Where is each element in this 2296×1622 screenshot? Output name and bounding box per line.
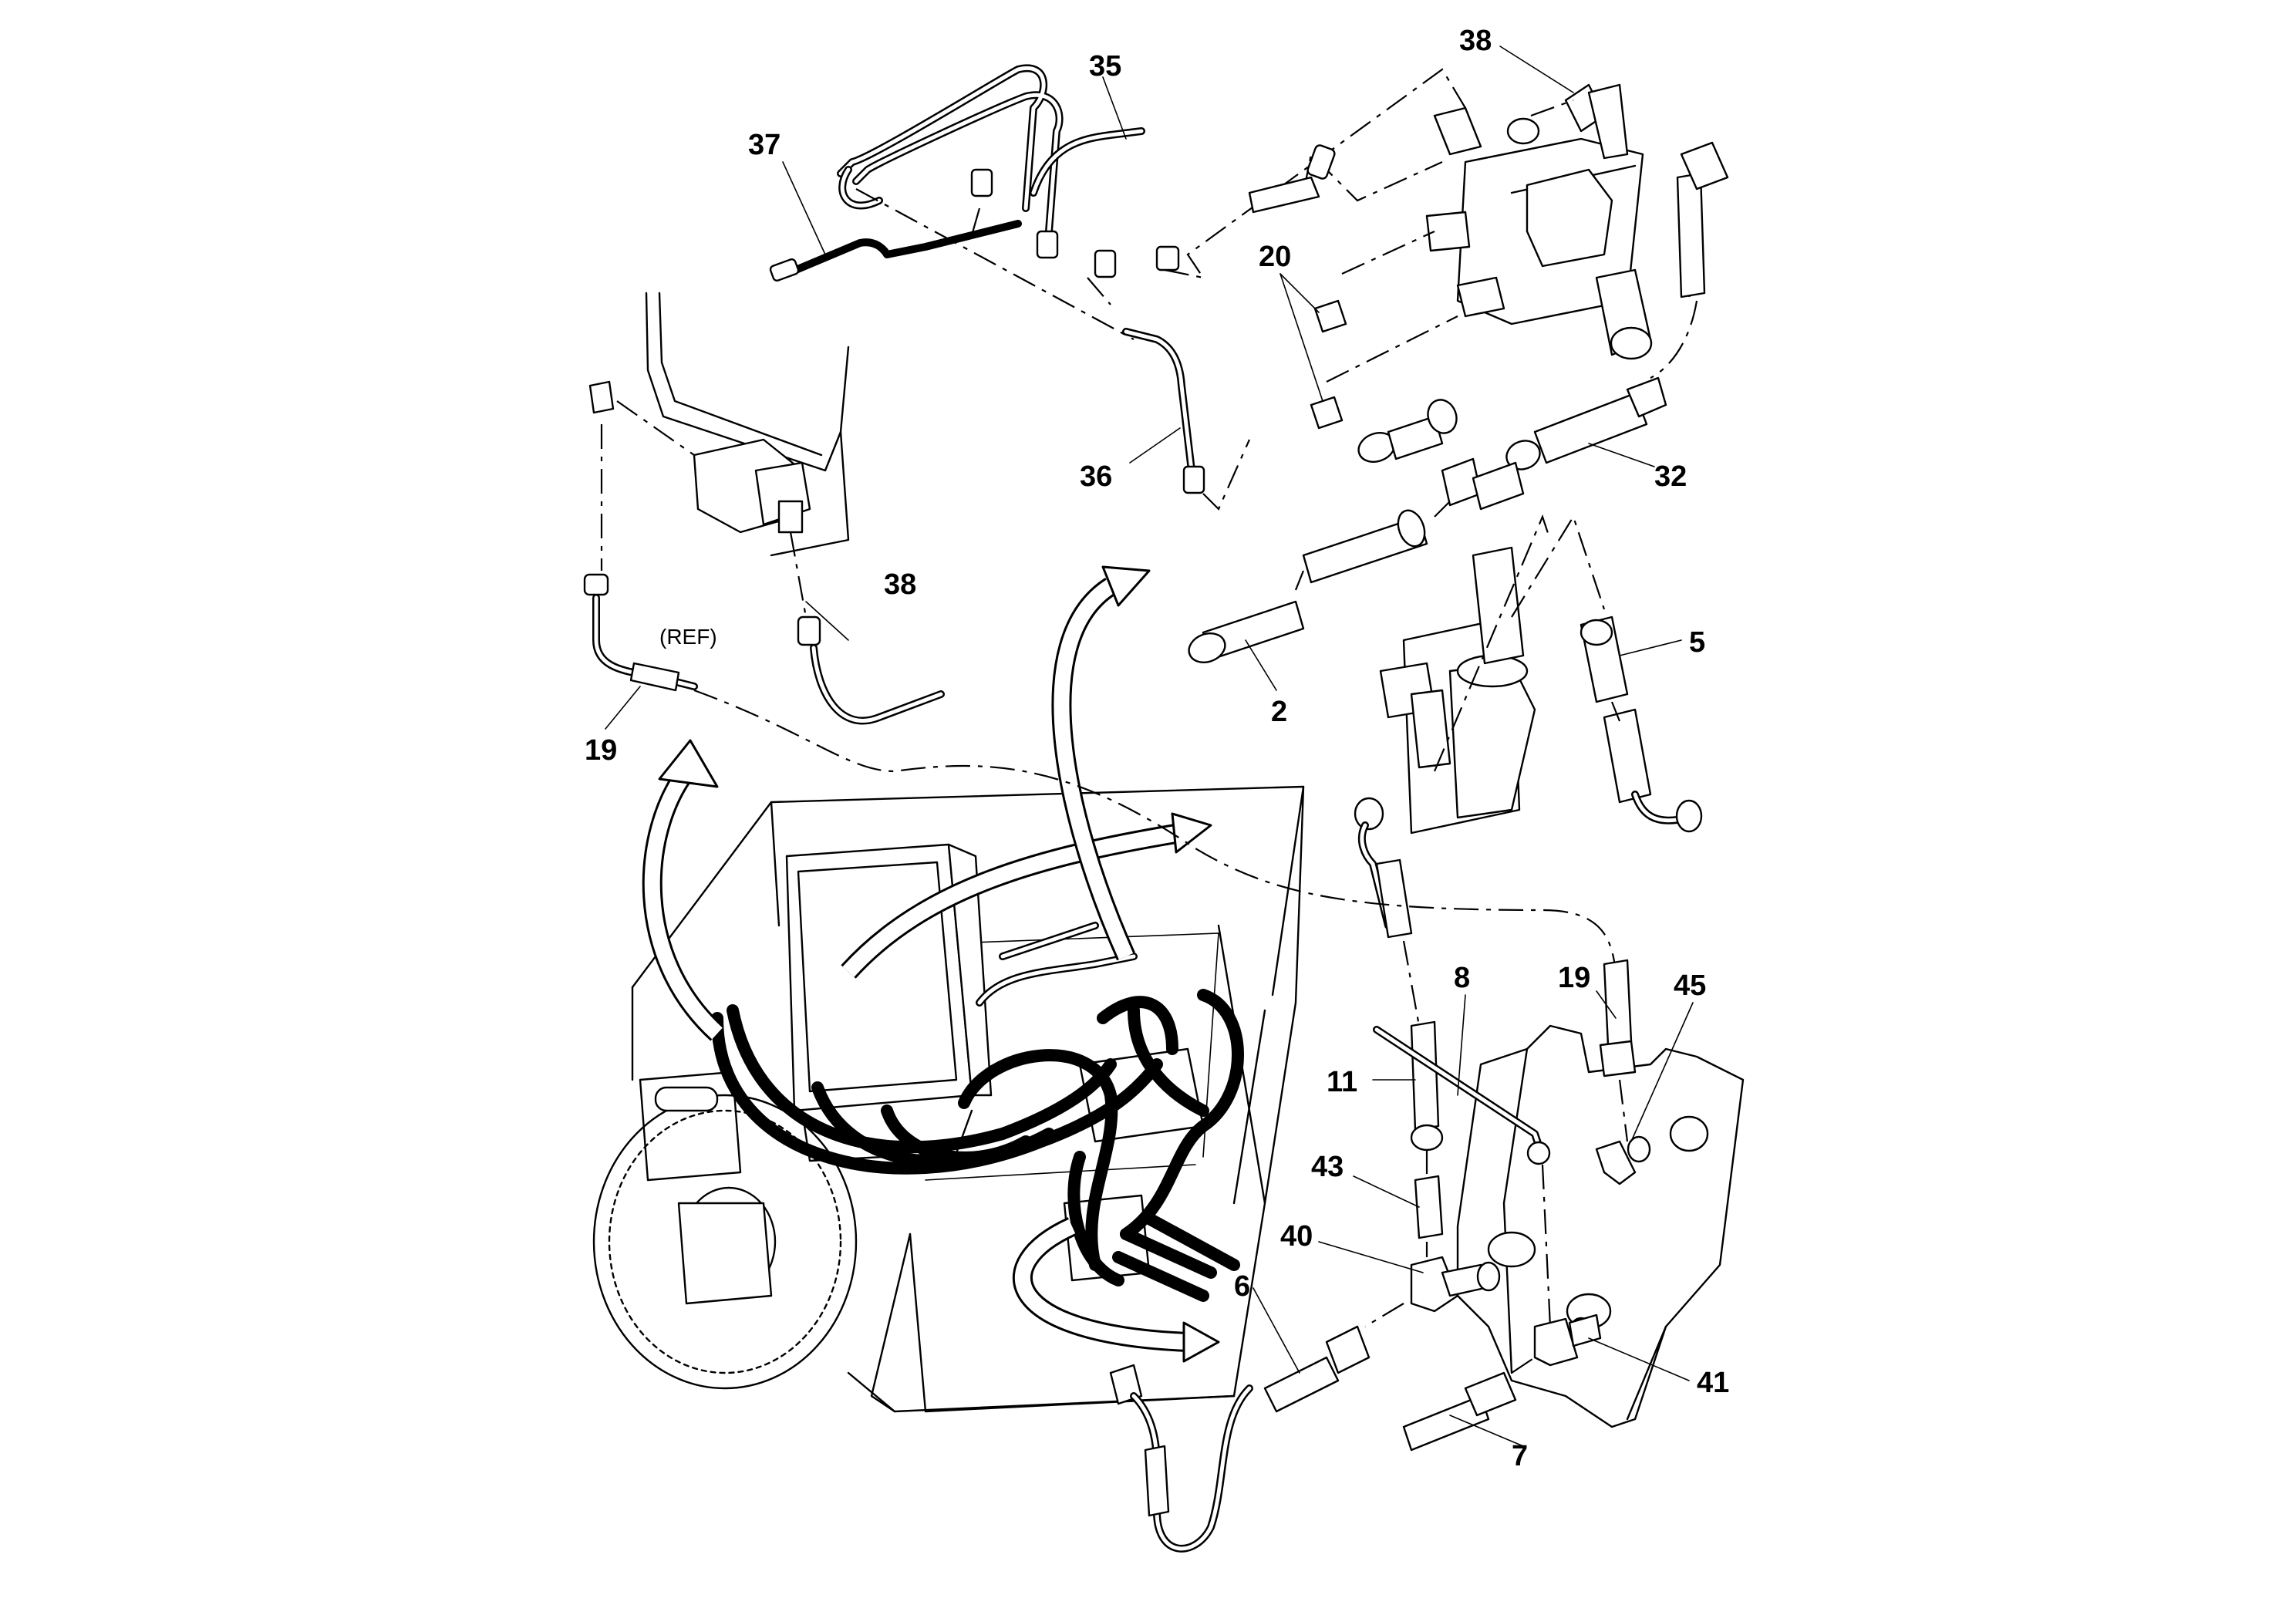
connection-line [693, 689, 1617, 973]
tubes-35-36-37 [769, 64, 1466, 511]
ref-label: (REF) [659, 625, 717, 649]
hose-19-ref [583, 573, 698, 692]
callout-11: 11 [1327, 1066, 1357, 1098]
callout-6: 6 [1234, 1270, 1250, 1303]
callout-32: 32 [1654, 460, 1687, 493]
callout-19-left: 19 [585, 734, 617, 767]
lower-right-bracket [1456, 1024, 1745, 1428]
callout-7: 7 [1512, 1440, 1528, 1472]
lower-right-fittings [1109, 959, 1651, 1553]
callout-45: 45 [1674, 969, 1706, 1002]
filter-assembly [1379, 514, 1703, 835]
valve-manifold [1248, 83, 1653, 383]
callout-35: 35 [1089, 50, 1121, 83]
callout-5: 5 [1689, 626, 1705, 659]
callout-36: 36 [1080, 460, 1112, 493]
leader-lines [605, 46, 1694, 1447]
callout-40: 40 [1280, 1220, 1313, 1253]
callout-20: 20 [1259, 241, 1291, 273]
callout-19-right: 19 [1558, 962, 1590, 994]
upper-left-pump-assembly [588, 292, 850, 571]
callout-43: 43 [1311, 1151, 1344, 1183]
hose-right-upper [1650, 141, 1729, 379]
callout-38-top: 38 [1459, 25, 1492, 57]
filter-hose-down [1354, 797, 1421, 1027]
frame-hoses [711, 922, 1244, 1302]
callout-2: 2 [1271, 696, 1287, 728]
flow-arrows [642, 565, 1220, 1363]
callout-8: 8 [1454, 962, 1470, 994]
hose-38-left [789, 531, 945, 725]
callout-37: 37 [748, 129, 781, 161]
hose-32-and-tee [1188, 376, 1667, 664]
callout-41: 41 [1697, 1367, 1729, 1399]
nuts-20 [1310, 299, 1347, 430]
callout-38-left: 38 [884, 568, 916, 601]
